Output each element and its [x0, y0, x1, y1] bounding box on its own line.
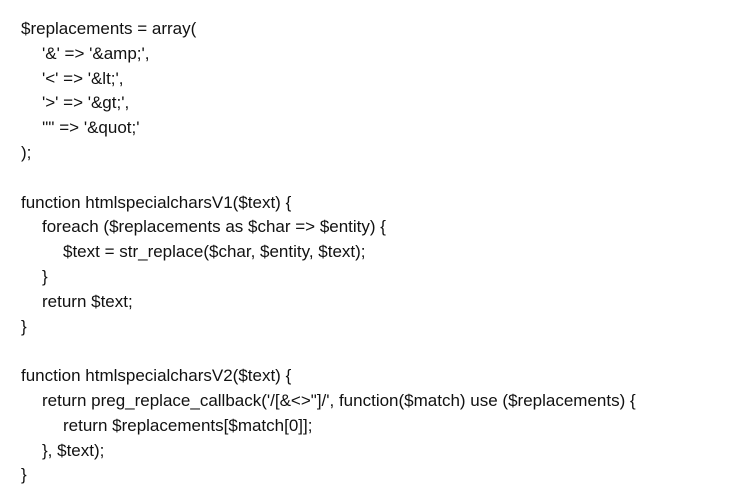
code-line: return preg_replace_callback('/[&<>"]/',… [42, 390, 636, 410]
code-line: } [21, 316, 27, 336]
code-line: $replacements = array( [21, 19, 197, 38]
code-line: return $text; [42, 291, 133, 311]
code-line: } [21, 465, 27, 485]
code-line: ); [21, 142, 32, 162]
code-line: function htmlspecialcharsV2($text) { [21, 366, 292, 386]
blank-line [21, 339, 636, 364]
code-line: '<' => '&lt;', [42, 68, 124, 88]
code-line: '"' => '&quot;' [42, 118, 140, 138]
code-line: foreach ($replacements as $char => $enti… [42, 217, 386, 237]
code-line: return $replacements[$match[0]]; [63, 415, 313, 435]
code-line: }, $text); [42, 440, 105, 460]
code-line: } [42, 266, 48, 286]
code-block: $replacements = array( '&' => '&amp;', '… [21, 17, 636, 488]
code-line: '>' => '&gt;', [42, 93, 130, 113]
code-line: $text = str_replace($char, $entity, $tex… [63, 242, 366, 262]
code-line: '&' => '&amp;', [42, 43, 150, 63]
code-line: function htmlspecialcharsV1($text) { [21, 192, 292, 212]
blank-line [21, 166, 636, 191]
